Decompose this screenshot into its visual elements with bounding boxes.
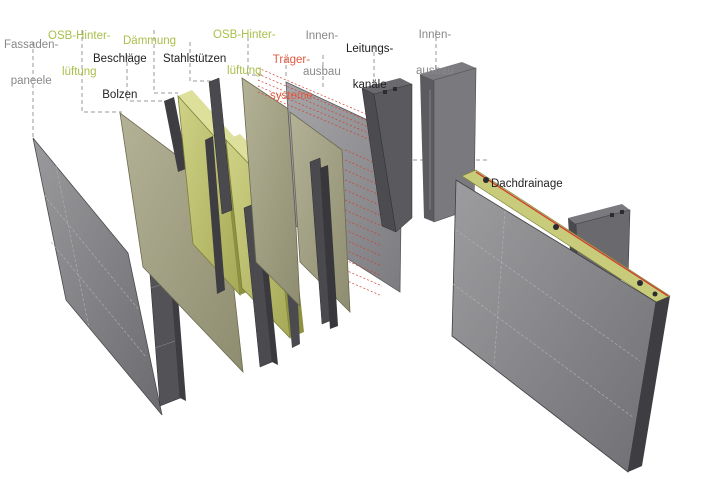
label-fittings-bolts-line2: Bolzen xyxy=(102,89,138,101)
osb-board-2 xyxy=(241,77,301,308)
label-cable-ducts-line1: Leitungs- xyxy=(346,43,394,55)
label-fittings-bolts-line1: Beschläge xyxy=(93,53,147,65)
label-roof-drainage: Dachdrainage xyxy=(491,154,563,202)
label-facade-panels-line2: paneele xyxy=(10,75,52,87)
inner-finish-panel xyxy=(420,62,477,223)
label-carrier-systems-line1: Träger- xyxy=(272,54,311,66)
label-steel-columns-line1: Stahlstützen xyxy=(163,53,227,65)
roof-drain-post xyxy=(309,157,338,329)
label-inner-finish-2-line1: Innen- xyxy=(418,29,452,41)
label-cable-ducts: Leitungs- kanäle xyxy=(346,19,393,103)
label-inner-finish-1-line2: ausbau xyxy=(303,66,341,78)
label-inner-finish-1-line1: Innen- xyxy=(305,30,339,42)
label-osb-ventilation-1-line1: OSB-Hinter- xyxy=(48,30,111,42)
label-steel-columns: Stahlstützen xyxy=(163,29,226,77)
label-cable-ducts-line2: kanäle xyxy=(352,79,387,91)
steel-column-2 xyxy=(205,136,225,294)
label-carrier-systems-line2: systeme xyxy=(270,90,313,102)
label-inner-finish-2-line2: ausbau xyxy=(416,65,454,77)
steel-column-1 xyxy=(208,77,233,215)
bolt-post xyxy=(164,97,188,172)
assembled-wall-module xyxy=(451,169,671,473)
label-osb-ventilation-2-line1: OSB-Hinter- xyxy=(213,29,276,41)
label-osb-ventilation-1: OSB-Hinter- lüftung xyxy=(48,6,111,90)
label-inner-finish-1: Innen- ausbau xyxy=(303,6,341,90)
label-facade-panels: Fassaden- paneele xyxy=(4,15,58,99)
label-carrier-systems: Träger- systeme xyxy=(270,30,313,114)
cable-duct xyxy=(361,78,413,233)
label-facade-panels-line1: Fassaden- xyxy=(4,39,59,51)
label-fittings-bolts: Beschläge Bolzen xyxy=(93,29,147,113)
label-inner-finish-2: Innen- ausbau xyxy=(416,5,454,89)
label-osb-ventilation-2: OSB-Hinter- lüftung xyxy=(213,5,276,89)
label-insulation: Dämmung xyxy=(123,11,176,59)
label-osb-ventilation-2-line2: lüftung xyxy=(227,65,262,77)
label-insulation-line1: Dämmung xyxy=(123,35,177,47)
leader-lines xyxy=(32,30,487,161)
facade-panel xyxy=(32,137,163,416)
label-roof-drainage-line1: Dachdrainage xyxy=(491,178,563,190)
label-osb-ventilation-1-line2: lüftung xyxy=(62,66,97,78)
